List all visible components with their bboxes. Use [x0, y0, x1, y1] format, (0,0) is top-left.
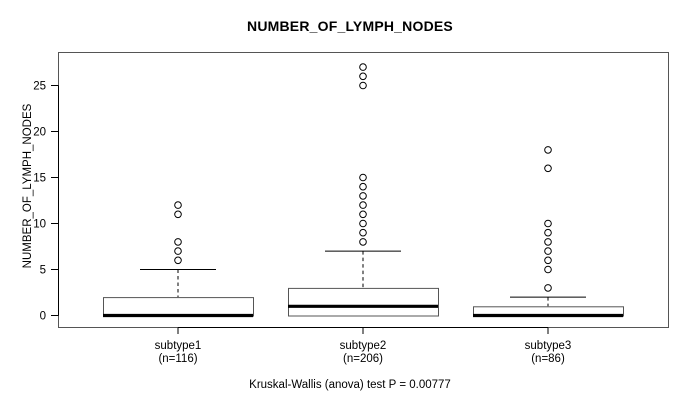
- y-tick-label: 25: [33, 81, 46, 93]
- box-subtype2: [288, 287, 439, 317]
- x-tick-sublabel: (n=116): [158, 353, 197, 365]
- y-tick-label: 15: [33, 173, 46, 185]
- outlier-point: [544, 256, 552, 265]
- outlier-point: [359, 72, 367, 81]
- y-tick-label: 20: [33, 127, 46, 139]
- outlier-point: [359, 219, 367, 228]
- outlier-point: [174, 210, 182, 219]
- y-tick-label: 0: [40, 311, 46, 323]
- outlier-point: [544, 228, 552, 237]
- outlier-point: [544, 247, 552, 255]
- outlier-point: [544, 146, 552, 154]
- x-tick-label: subtype2: [340, 340, 387, 352]
- outlier-point: [359, 173, 367, 182]
- outlier-point: [359, 182, 367, 191]
- outlier-point: [544, 164, 552, 173]
- outlier-point: [359, 63, 367, 71]
- x-tick-label: subtype3: [525, 340, 572, 352]
- y-tick-label: 5: [40, 265, 46, 277]
- outlier-point: [174, 238, 182, 246]
- outlier-point: [174, 256, 182, 265]
- outlier-point: [359, 81, 367, 90]
- outlier-point: [174, 247, 182, 255]
- x-tick-sublabel: (n=86): [531, 353, 565, 365]
- box-group: [103, 63, 624, 318]
- outlier-point: [544, 219, 552, 228]
- outlier-point: [359, 238, 367, 246]
- outlier-point: [544, 284, 552, 292]
- outlier-point: [544, 238, 552, 246]
- x-tick-sublabel: (n=206): [343, 353, 383, 365]
- box-subtype1: [103, 297, 254, 317]
- chart-title: NUMBER_OF_LYMPH_NODES: [247, 18, 453, 34]
- outlier-point: [544, 265, 552, 274]
- outlier-point: [359, 192, 367, 200]
- outlier-point: [174, 201, 182, 209]
- x-axis: subtype1(n=116) subtype2(n=206) subtype3(n…: [155, 327, 572, 365]
- y-tick-label: 10: [33, 219, 46, 231]
- outlier-point: [359, 228, 367, 237]
- x-tick-label: subtype1: [155, 340, 202, 352]
- chart-subtitle: Kruskal-Wallis (anova) test P = 0.00777: [249, 379, 451, 391]
- outlier-point: [359, 210, 367, 219]
- y-axis: 0 5 10 15 20 25: [33, 81, 59, 323]
- outlier-point: [359, 201, 367, 209]
